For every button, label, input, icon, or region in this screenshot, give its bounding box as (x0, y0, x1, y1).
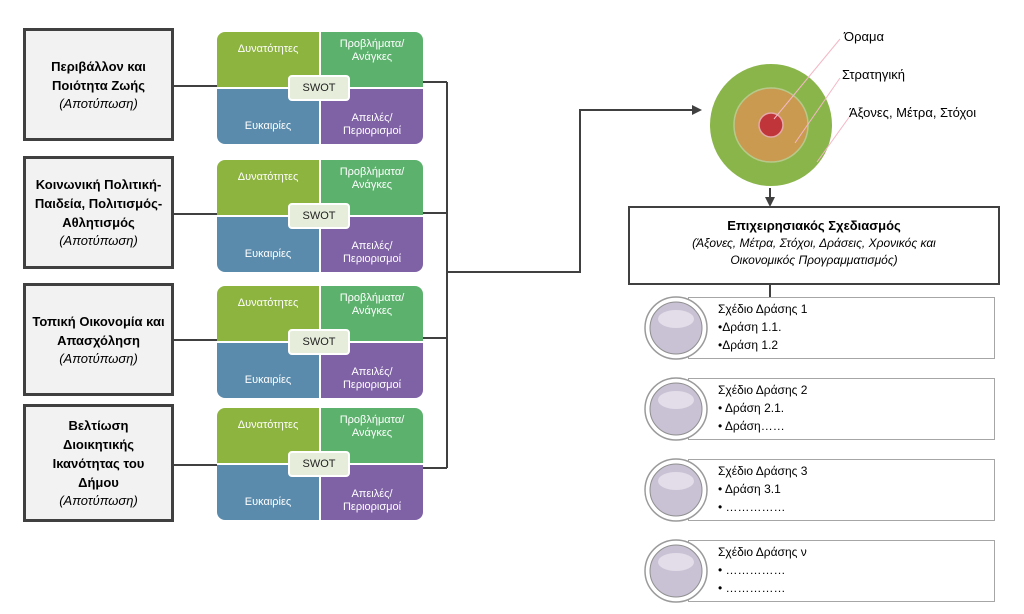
arrow-to-target (447, 105, 702, 273)
action-plan-box: Σχέδιο Δράσης 1 •Δράση 1.1. •Δράση 1.2 (688, 297, 995, 359)
action-plan-2: Σχέδιο Δράσης 2 • Δράση 2.1. • Δράση…… (643, 376, 995, 442)
swot-center-label: SWOT (288, 451, 350, 477)
operational-subtitle: (Άξονες, Μέτρα, Στόχοι, Δράσεις, Χρονικό… (692, 236, 936, 267)
action-item: •Δράση 1.2 (718, 338, 779, 352)
operational-title: Επιχειρησιακός Σχεδιασμός (727, 218, 901, 233)
domain-subtitle: (Αποτύπωση) (59, 493, 138, 508)
action-item: • Δράση 3.1 (718, 482, 781, 496)
label-vision: Όραμα (844, 29, 884, 44)
swot-grid-2: Δυνατότητες Προβλήματα/Ανάγκες Ευκαιρίες… (217, 160, 423, 272)
domain-title: Βελτίωση Διοικητικής Ικανότητας του Δήμο… (52, 418, 145, 490)
action-item: • …………… (718, 500, 786, 514)
domain-box-local-economy: Τοπική Οικονομία και Απασχόληση (Αποτύπω… (23, 283, 174, 396)
swot-threats: Απειλές/Περιορισμοί (321, 217, 423, 272)
action-plan-circle-icon (644, 377, 708, 441)
swot-opportunities: Ευκαιρίες (217, 217, 319, 272)
action-item: •Δράση 1.1. (718, 320, 782, 334)
domain-title: Περιβάλλον και Ποιότητα Ζωής (51, 58, 146, 93)
swot-threats: Απειλές/Περιορισμοί (321, 465, 423, 520)
domain-subtitle: (Αποτύπωση) (59, 233, 138, 248)
swot-center-label: SWOT (288, 75, 350, 101)
swot-grid-4: Δυνατότητες Προβλήματα/Ανάγκες Ευκαιρίες… (217, 408, 423, 520)
action-plan-box: Σχέδιο Δράσης ν • …………… • …………… (688, 540, 995, 602)
domain-box-social-policy: Κοινωνική Πολιτική-Παιδεία, Πολιτισμός-Α… (23, 156, 174, 269)
vision-target-diagram (710, 38, 851, 186)
action-plan-title: Σχέδιο Δράσης 3 (718, 464, 808, 478)
domain-box-environment: Περιβάλλον και Ποιότητα Ζωής (Αποτύπωση) (23, 28, 174, 141)
operational-planning-box: Επιχειρησιακός Σχεδιασμός (Άξονες, Μέτρα… (628, 206, 1000, 285)
action-plan-box: Σχέδιο Δράσης 3 • Δράση 3.1 • …………… (688, 459, 995, 521)
action-plan-n: Σχέδιο Δράσης ν • …………… • …………… (643, 538, 995, 604)
action-item: • …………… (718, 563, 786, 577)
domain-title: Κοινωνική Πολιτική-Παιδεία, Πολιτισμός-Α… (34, 177, 163, 230)
action-plan-circle-icon (644, 539, 708, 603)
domain-title: Τοπική Οικονομία και Απασχόληση (32, 313, 165, 348)
label-strategy: Στρατηγική (842, 67, 905, 82)
action-item: • Δράση…… (718, 419, 785, 433)
action-plan-circle-icon (644, 458, 708, 522)
target-inner-ring (758, 112, 784, 138)
action-plan-title: Σχέδιο Δράσης 2 (718, 383, 808, 397)
action-plan-title: Σχέδιο Δράσης 1 (718, 302, 808, 316)
swot-center-label: SWOT (288, 203, 350, 229)
domain-box-administrative: Βελτίωση Διοικητικής Ικανότητας του Δήμο… (23, 404, 174, 522)
action-item: • …………… (718, 581, 786, 595)
action-plan-title: Σχέδιο Δράσης ν (718, 545, 807, 559)
domain-subtitle: (Αποτύπωση) (59, 350, 138, 366)
label-axes: Άξονες, Μέτρα, Στόχοι (849, 105, 977, 120)
domain-subtitle: (Αποτύπωση) (59, 95, 138, 111)
action-plan-box: Σχέδιο Δράσης 2 • Δράση 2.1. • Δράση…… (688, 378, 995, 440)
action-plan-1: Σχέδιο Δράσης 1 •Δράση 1.1. •Δράση 1.2 (643, 295, 995, 361)
swot-center-label: SWOT (288, 329, 350, 355)
swot-weaknesses: Προβλήματα/Ανάγκες (321, 286, 423, 341)
action-item: • Δράση 2.1. (718, 401, 785, 415)
leader-line-axes (816, 115, 851, 163)
leader-line-vision (773, 38, 841, 120)
swot-threats: Απειλές/Περιορισμοί (321, 89, 423, 144)
action-plan-circle-icon (644, 296, 708, 360)
swot-grid-1: Δυνατότητες Προβλήματα/Ανάγκες Ευκαιρίες… (217, 32, 423, 144)
action-plan-3: Σχέδιο Δράσης 3 • Δράση 3.1 • …………… (643, 457, 995, 523)
swot-grid-3: Δυνατότητες Προβλήματα/Ανάγκες Ευκαιρίες… (217, 286, 423, 398)
leader-line-strategy (794, 77, 841, 144)
